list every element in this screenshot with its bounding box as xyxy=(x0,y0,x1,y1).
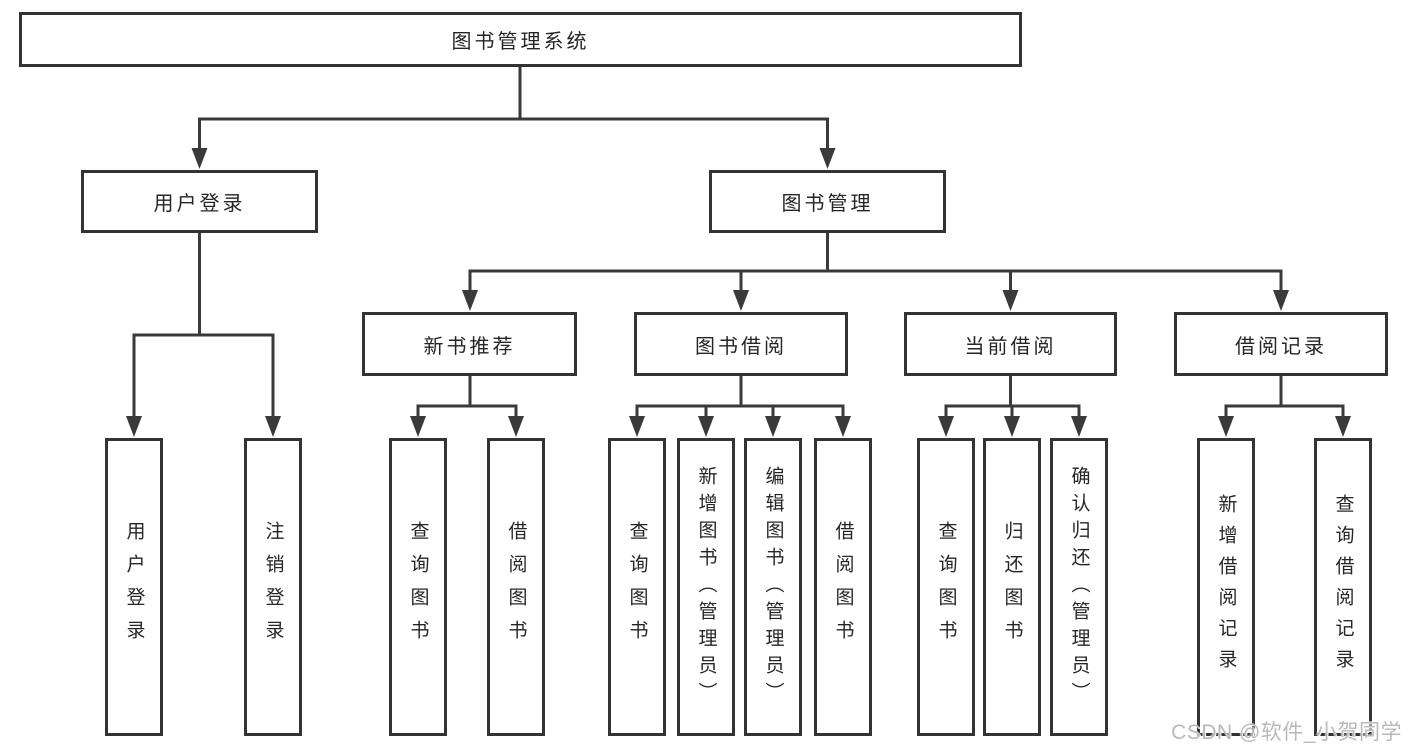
leaf-newbooks-query: 查询图书 xyxy=(389,438,447,736)
arrowhead-icon xyxy=(819,148,836,169)
arrowhead-icon xyxy=(1273,290,1289,311)
arrowhead-icon xyxy=(191,148,208,169)
node-user-login-label: 用户登录 xyxy=(153,193,246,215)
arrowhead-icon xyxy=(629,416,645,437)
node-root-label: 图书管理系统 xyxy=(451,31,590,53)
arrowhead-icon xyxy=(126,416,142,437)
leaf-current-return: 归还图书 xyxy=(983,438,1041,736)
leaf-borrow-book: 借阅图书 xyxy=(814,438,872,736)
leaf-newbooks-borrow-label: 借阅图书 xyxy=(505,521,527,653)
leaf-borrow-query-label: 查询图书 xyxy=(626,521,648,653)
leaf-user-login: 用户登录 xyxy=(105,438,163,736)
node-current-borrow-label: 当前借阅 xyxy=(964,335,1057,358)
arrowhead-icon xyxy=(698,416,714,437)
leaf-logout: 注销登录 xyxy=(244,438,302,736)
arrowhead-icon xyxy=(835,416,851,437)
arrowhead-icon xyxy=(508,416,524,437)
arrowhead-icon xyxy=(1004,416,1020,437)
leaf-record-query-label: 查询借阅记录 xyxy=(1332,494,1354,680)
leaf-borrow-book-label: 借阅图书 xyxy=(832,521,854,653)
leaf-current-confirm-admin-label: 确认归还（管理员） xyxy=(1068,465,1090,709)
node-book-mgmt-label: 图书管理 xyxy=(781,193,874,215)
node-book-mgmt: 图书管理 xyxy=(709,170,946,233)
leaf-borrow-query: 查询图书 xyxy=(608,438,666,736)
node-book-borrow-label: 图书借阅 xyxy=(695,335,787,358)
leaf-current-confirm-admin: 确认归还（管理员） xyxy=(1050,438,1108,736)
arrowhead-icon xyxy=(1335,416,1351,437)
arrowhead-icon xyxy=(265,416,281,437)
csdn-watermark: CSDN @软件_小贺同学 xyxy=(1171,721,1402,744)
arrowhead-icon xyxy=(1071,416,1087,437)
leaf-newbooks-query-label: 查询图书 xyxy=(407,521,429,653)
leaf-record-query: 查询借阅记录 xyxy=(1314,438,1372,736)
arrowhead-icon xyxy=(765,416,781,437)
leaf-borrow-add-admin-label: 新增图书（管理员） xyxy=(695,465,717,709)
arrowhead-icon xyxy=(1218,416,1234,437)
node-new-books: 新书推荐 xyxy=(362,312,577,376)
node-root: 图书管理系统 xyxy=(19,12,1022,67)
node-user-login: 用户登录 xyxy=(81,170,318,233)
leaf-borrow-edit-admin: 编辑图书（管理员） xyxy=(744,438,802,736)
arrowhead-icon xyxy=(938,416,954,437)
arrowhead-icon xyxy=(410,416,426,437)
leaf-record-add: 新增借阅记录 xyxy=(1197,438,1255,736)
arrowhead-icon xyxy=(462,290,478,311)
leaf-record-add-label: 新增借阅记录 xyxy=(1215,494,1237,680)
leaf-logout-label: 注销登录 xyxy=(262,521,284,653)
leaf-current-query: 查询图书 xyxy=(917,438,975,736)
leaf-newbooks-borrow: 借阅图书 xyxy=(487,438,545,736)
node-book-borrow: 图书借阅 xyxy=(634,312,848,376)
leaf-current-query-label: 查询图书 xyxy=(935,521,957,653)
leaf-borrow-edit-admin-label: 编辑图书（管理员） xyxy=(762,465,784,709)
node-current-borrow: 当前借阅 xyxy=(904,312,1117,376)
arrowhead-icon xyxy=(1002,290,1019,311)
node-borrow-records: 借阅记录 xyxy=(1174,312,1388,376)
leaf-current-return-label: 归还图书 xyxy=(1001,521,1023,653)
leaf-user-login-label: 用户登录 xyxy=(123,521,145,653)
arrowhead-icon xyxy=(733,290,749,311)
leaf-borrow-add-admin: 新增图书（管理员） xyxy=(677,438,735,736)
node-borrow-records-label: 借阅记录 xyxy=(1235,335,1327,358)
node-new-books-label: 新书推荐 xyxy=(423,335,516,358)
